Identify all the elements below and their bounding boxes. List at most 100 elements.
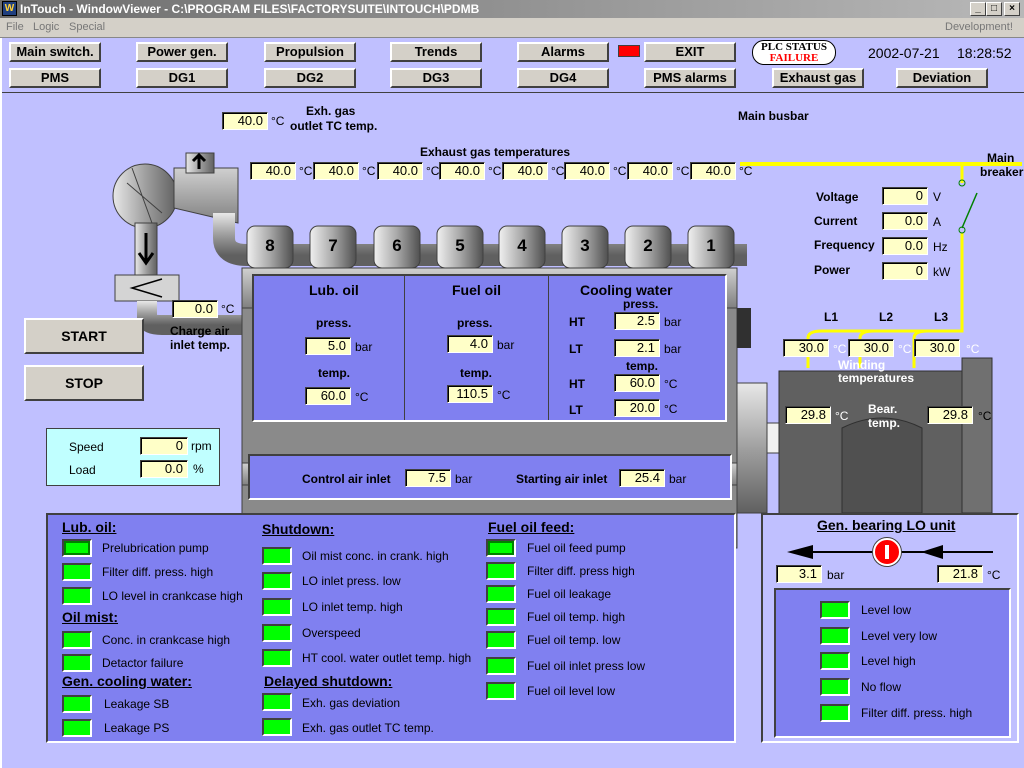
cylinder-number: 3 <box>580 236 590 255</box>
exh-tc-outlet-value: 40.0 <box>222 112 268 130</box>
exh-temp-cyl3: 40.0 <box>564 162 610 180</box>
alarm-label: Fuel oil leakage <box>527 587 612 601</box>
voltage-unit: V <box>933 190 942 204</box>
starting-air-unit: bar <box>669 472 687 486</box>
nav-dg2-button[interactable]: DG2 <box>264 68 356 88</box>
lub-oil-section-title: Lub. oil: <box>62 519 117 535</box>
menu-special[interactable]: Special <box>69 21 106 33</box>
nav-pms-alarms-button[interactable]: PMS alarms <box>644 68 736 88</box>
control-air-unit: bar <box>455 472 473 486</box>
led-detector-failure <box>62 654 92 672</box>
led-level-very-low <box>820 627 850 645</box>
winding-temps-label-2: temperatures <box>838 371 915 385</box>
alarm-label: LO level in crankcase high <box>102 589 243 603</box>
exh-temp-cyl7: 40.0 <box>313 162 359 180</box>
alarm-label: Detactor failure <box>102 656 184 670</box>
nav-power-gen-button[interactable]: Power gen. <box>136 42 228 62</box>
delayed-shutdown-section-title: Delayed shutdown: <box>264 673 393 689</box>
cylinder-number: 8 <box>265 236 275 255</box>
lub-oil-press-unit: bar <box>355 340 373 354</box>
lt-temp-label: LT <box>569 403 583 417</box>
bearing-temp-nde: 29.8 <box>927 406 973 424</box>
main-area: Main switch. Power gen. Propulsion Trend… <box>0 38 1024 768</box>
menu-development[interactable]: Development! <box>945 21 1013 33</box>
bearing-temp-unit: °C <box>978 409 992 423</box>
engine-instrument-panel: Lub. oil press. 5.0 bar temp. 60.0 °C Fu… <box>252 274 727 422</box>
bearing-lo-temp-unit: °C <box>987 568 1001 582</box>
led-bearing-filter-diff <box>820 704 850 722</box>
nav-dg4-button[interactable]: DG4 <box>517 68 609 88</box>
lub-oil-press-value: 5.0 <box>305 337 351 355</box>
alarm-label: Filter diff. press. high <box>102 565 214 579</box>
nav-dg1-button[interactable]: DG1 <box>136 68 228 88</box>
stop-button[interactable]: STOP <box>24 365 144 401</box>
nav-trends-button[interactable]: Trends <box>390 42 482 62</box>
led-lo-filter-diff <box>62 563 92 581</box>
led-oil-mist-conc <box>62 631 92 649</box>
menu-file[interactable]: File <box>6 21 24 33</box>
exh-temp-cyl8: 40.0 <box>250 162 296 180</box>
bearing-temp-label-2: temp. <box>868 416 901 430</box>
nav-exit-button[interactable]: EXIT <box>644 42 736 62</box>
starting-air-value: 25.4 <box>619 469 665 487</box>
turbocharger <box>112 163 178 229</box>
start-button[interactable]: START <box>24 318 144 354</box>
charge-air-temp-value: 0.0 <box>172 300 218 318</box>
exh-tc-outlet-label: Exh. gas <box>306 104 356 118</box>
nav-dg3-button[interactable]: DG3 <box>390 68 482 88</box>
bearing-temp-de: 29.8 <box>785 406 831 424</box>
nav-alarms-button[interactable]: Alarms <box>517 42 609 62</box>
maximize-button[interactable]: □ <box>986 2 1002 16</box>
nav-propulsion-button[interactable]: Propulsion <box>264 42 356 62</box>
nav-deviation-button[interactable]: Deviation <box>896 68 988 88</box>
exhaust-temps-title: Exhaust gas temperatures <box>420 145 571 159</box>
alarm-label: Level high <box>861 654 916 668</box>
menu-logic[interactable]: Logic <box>33 21 60 33</box>
fuel-oil-temp-value: 110.5 <box>447 385 493 403</box>
alarm-label: Fuel oil temp. low <box>527 633 621 647</box>
winding-temp-l1: 30.0 <box>783 339 829 357</box>
nav-pms-button[interactable]: PMS <box>9 68 101 88</box>
gen-cooling-section-title: Gen. cooling water: <box>62 673 192 689</box>
led-fuel-temp-low <box>486 631 516 649</box>
alarm-label: Leakage SB <box>104 697 170 711</box>
lub-oil-title: Lub. oil <box>309 282 359 298</box>
led-shutdown-overspeed <box>262 624 292 642</box>
exh-temp-unit: °C <box>426 164 440 178</box>
power-label: Power <box>814 263 851 277</box>
charge-air-label: Charge air <box>170 324 230 338</box>
exh-temp-unit: °C <box>739 164 753 178</box>
frequency-unit: Hz <box>933 240 948 254</box>
alarm-label: Prelubrication pump <box>102 541 209 555</box>
charge-air-label-2: inlet temp. <box>170 338 231 352</box>
plc-status-value: FAILURE <box>769 52 819 64</box>
led-prelubrication-pump <box>62 539 92 557</box>
bearing-pump-icon[interactable] <box>873 538 901 566</box>
plc-status-label: PLC STATUS <box>761 41 827 53</box>
alarm-label: Fuel oil level low <box>527 684 616 698</box>
speed-value: 0 <box>140 437 188 455</box>
app-icon: W <box>2 1 17 16</box>
minimize-button[interactable]: _ <box>970 2 986 16</box>
bearing-temp-label: Bear. <box>868 402 898 416</box>
voltage-value: 0 <box>882 187 928 205</box>
main-breaker[interactable] <box>961 192 978 229</box>
alarm-label: Exh. gas outlet TC temp. <box>302 721 434 735</box>
speed-label: Speed <box>69 440 104 454</box>
alarm-label: HT cool. water outlet temp. high <box>302 651 472 665</box>
charge-air-cooler <box>114 274 180 302</box>
alarm-label: Fuel oil temp. high <box>527 610 626 624</box>
lt-temp-unit: °C <box>664 402 678 416</box>
load-unit: % <box>193 462 204 476</box>
oil-mist-section-title: Oil mist: <box>62 609 119 625</box>
air-down-arrow <box>137 233 155 266</box>
power-value: 0 <box>882 262 928 280</box>
lub-oil-press-label: press. <box>316 316 352 330</box>
plc-status-badge: PLC STATUS FAILURE <box>752 40 836 65</box>
led-lo-level-crankcase <box>62 587 92 605</box>
nav-main-switch-button[interactable]: Main switch. <box>9 42 101 62</box>
starting-air-label: Starting air inlet <box>516 472 608 486</box>
led-no-flow <box>820 678 850 696</box>
nav-exhaust-gas-button[interactable]: Exhaust gas <box>772 68 864 88</box>
close-button[interactable]: × <box>1004 2 1020 16</box>
